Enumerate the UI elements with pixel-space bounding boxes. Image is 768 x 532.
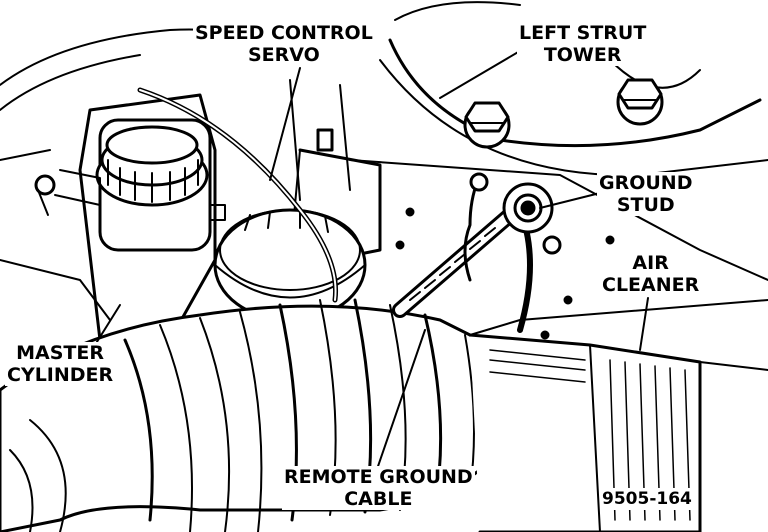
label-speed-control-servo-line2: SERVO	[247, 44, 320, 66]
leader-lines	[94, 47, 649, 476]
leader-left-strut-tower	[439, 47, 526, 99]
label-left-strut-tower: LEFT STRUT TOWER	[517, 22, 649, 66]
label-air-cleaner-line2: CLEANER	[602, 274, 700, 296]
label-remote-ground-cable: REMOTE GROUND CABLE	[282, 466, 475, 510]
leader-speed-control-servo	[269, 67, 301, 181]
label-air-cleaner-line1: AIR	[632, 252, 669, 274]
label-master-cylinder-line2: CYLINDER	[7, 364, 114, 386]
leader-remote-ground-cable	[374, 329, 426, 476]
label-speed-control-servo: SPEED CONTROL SERVO	[193, 22, 375, 66]
label-ground-stud: GROUND STUD	[597, 172, 695, 216]
label-master-cylinder: MASTER CYLINDER	[5, 342, 116, 386]
label-remote-ground-cable-line1: REMOTE GROUND	[284, 466, 473, 488]
leader-master-cylinder	[94, 304, 121, 346]
strut-bolt-right	[616, 78, 664, 126]
label-remote-ground-cable-line2: CABLE	[344, 488, 413, 510]
speed-control-servo	[213, 208, 367, 322]
label-left-strut-tower-line1: LEFT STRUT	[519, 22, 647, 44]
figure-code: 9505-164	[600, 488, 694, 510]
label-ground-stud-line1: GROUND	[599, 172, 693, 194]
leader-air-cleaner	[639, 297, 649, 351]
label-left-strut-tower-line2: TOWER	[543, 44, 622, 66]
strut-bolt-left	[463, 101, 511, 149]
leader-ground-stud	[539, 192, 601, 209]
master-cylinder	[0, 93, 226, 342]
label-master-cylinder-line1: MASTER	[16, 342, 105, 364]
ground-stud	[502, 182, 562, 255]
remote-ground-cable	[392, 172, 533, 333]
label-speed-control-servo-line1: SPEED CONTROL	[195, 22, 373, 44]
label-air-cleaner: AIR CLEANER	[600, 252, 702, 296]
label-ground-stud-line2: STUD	[616, 194, 675, 216]
